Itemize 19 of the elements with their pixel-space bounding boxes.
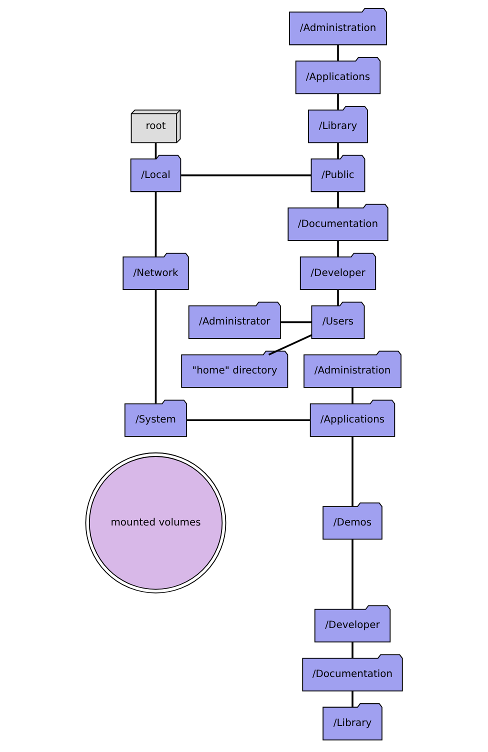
connector: [280, 321, 312, 324]
connector: [352, 387, 354, 404]
connector: [352, 436, 354, 506]
node-circle: mounted volumes: [85, 452, 226, 594]
connector: [154, 192, 157, 257]
connector: [337, 142, 339, 159]
connector: [154, 142, 157, 159]
connector: [352, 642, 354, 658]
connector: [154, 290, 157, 404]
connector: [268, 334, 312, 356]
connector: [337, 290, 339, 306]
connector: [337, 240, 339, 257]
connector: [337, 192, 339, 208]
connector: [186, 419, 310, 421]
connector: [352, 540, 354, 610]
connector: [337, 94, 339, 110]
connector: [181, 174, 312, 176]
connector: [352, 690, 354, 708]
connector: [337, 44, 339, 61]
